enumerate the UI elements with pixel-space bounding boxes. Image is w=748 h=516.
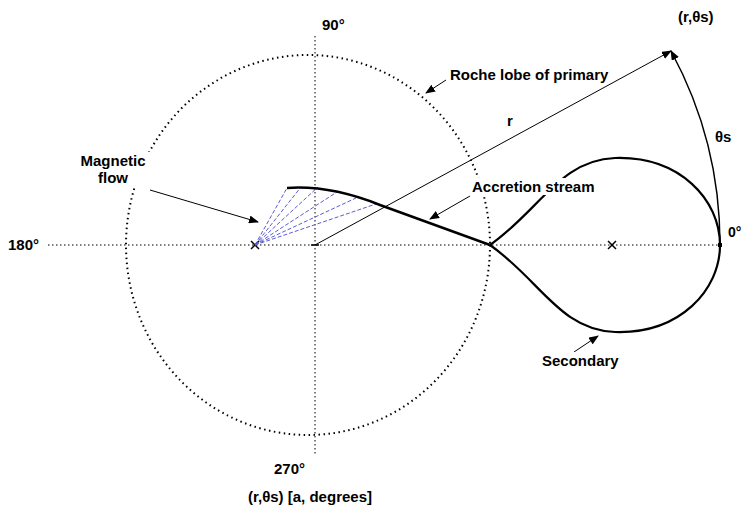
radius-vector: [315, 51, 671, 245]
angle-label: 270°: [272, 460, 307, 477]
vector-label: r: [505, 112, 515, 129]
part-label: Accretion stream: [470, 178, 597, 195]
leader-line: [150, 190, 258, 222]
leader-line: [574, 336, 598, 352]
angle-label: 180°: [6, 236, 41, 253]
part-label: Secondary: [540, 352, 621, 369]
horizontal-axis: [48, 245, 722, 246]
region-label: Roche lobe of primary: [448, 66, 610, 83]
accretion-stream: [287, 188, 490, 245]
leader-line: [430, 196, 470, 219]
leader-line: [426, 80, 446, 93]
secondary-centre: [608, 241, 616, 249]
point-label: (r,θs): [676, 8, 716, 25]
part-label: Magnetic flow: [70, 152, 156, 187]
magnetic-flow-lines: [255, 187, 376, 245]
axis-caption: (r,θs) [a, degrees]: [246, 488, 374, 505]
roche-lobe: [126, 55, 490, 435]
angle-arc: [671, 51, 720, 245]
angle-label: 0°: [726, 224, 743, 240]
angle-label: 90°: [320, 16, 347, 33]
angle-label: θs: [713, 128, 733, 145]
